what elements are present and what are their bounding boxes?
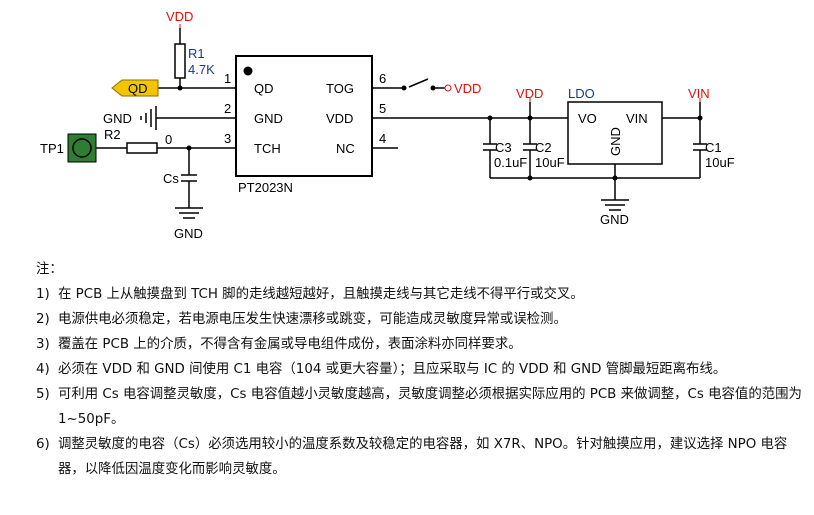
note-num: 4) [36,362,50,377]
ldo-vin: VIN [626,111,648,126]
c3-value: 0.1uF [494,155,527,170]
pin-num-2: 2 [224,101,231,116]
c3-name: C3 [495,140,512,155]
tp1-label: TP1 [40,141,64,156]
note-item: 5) 可利用 Cs 电容调整灵敏度，Cs 电容值越小灵敏度越高，灵敏度调整必须根据… [36,382,806,432]
pin-num-5: 5 [379,101,386,116]
c2-name: C2 [535,140,552,155]
ldo-gnd: GND [608,127,623,156]
note-text: 电源供电必须稳定，若电源电压发生快速漂移或跳变，可能造成灵敏度异常或误检测。 [58,312,567,327]
note-item: 4) 必须在 VDD 和 GND 间使用 C1 电容（104 或更大容量）；且应采… [36,357,806,382]
pin-name-tch: TCH [254,141,281,156]
note-num: 6) [36,437,50,452]
note-item: 6) 调整灵敏度的电容（Cs）必须选用较小的温度系数及较稳定的电容器，如 X7R、… [36,432,806,482]
ldo-title: LDO [568,86,595,101]
pin-name-qd: QD [254,81,274,96]
note-num: 5) [36,387,50,402]
cs-label: Cs [163,171,179,186]
notes-section: 注： 1) 在 PCB 上从触摸盘到 TCH 脚的走线越短越好，且触摸走线与其它走… [36,258,806,482]
ldo-vo: VO [578,111,597,126]
schematic-diagram: VDD R1 4.7K QD GND TP1 R2 0 Cs GND 1 2 3… [40,9,735,241]
note-text: 可利用 Cs 电容调整灵敏度，Cs 电容值越小灵敏度越高，灵敏度调整必须根据实际… [58,387,802,427]
c1-value: 10uF [705,155,735,170]
pin-num-6: 6 [379,71,386,86]
gnd-ldo-label: GND [600,212,629,227]
vin-label: VIN [688,86,710,101]
gnd-left-label: GND [103,111,132,126]
pin-name-gnd: GND [254,111,283,126]
pin-name-tog: TOG [326,81,354,96]
c1-name: C1 [705,140,722,155]
note-text: 覆盖在 PCB 上的介质，不得含有金属或导电组件成份，表面涂料亦同样要求。 [58,337,522,352]
note-text: 调整灵敏度的电容（Cs）必须选用较小的温度系数及较稳定的电容器，如 X7R、NP… [58,437,788,477]
note-item: 1) 在 PCB 上从触摸盘到 TCH 脚的走线越短越好，且触摸走线与其它走线不得… [36,282,806,307]
note-num: 1) [36,287,50,302]
note-text: 必须在 VDD 和 GND 间使用 C1 电容（104 或更大容量）；且应采取与… [58,362,727,377]
notes-title: 注： [36,262,63,277]
pin-name-vdd: VDD [326,111,353,126]
note-item: 3) 覆盖在 PCB 上的介质，不得含有金属或导电组件成份，表面涂料亦同样要求。 [36,332,806,357]
note-text: 在 PCB 上从触摸盘到 TCH 脚的走线越短越好，且触摸走线与其它走线不得平行… [58,287,584,302]
qd-port-shape [111,79,159,97]
r2-value: 0 [165,132,172,147]
c2-value: 10uF [535,155,565,170]
vdd-mid-label: VDD [516,86,543,101]
vdd-top-label: VDD [166,9,193,24]
qd-port-label: QD [128,81,148,96]
r1-name: R1 [188,46,205,61]
pin-num-3: 3 [224,131,231,146]
pin-num-1: 1 [224,71,231,86]
note-num: 2) [36,312,50,327]
note-num: 3) [36,337,50,352]
tog-vdd-label: VDD [454,81,481,96]
tp1-pad [67,133,97,163]
pin-num-4: 4 [379,131,386,146]
r1-value: 4.7K [188,62,215,77]
r2-name: R2 [104,127,121,142]
pin-name-nc: NC [336,141,355,156]
ic-part-number: PT2023N [238,180,293,195]
note-item: 2) 电源供电必须稳定，若电源电压发生快速漂移或跳变，可能造成灵敏度异常或误检测。 [36,307,806,332]
gnd-cs-label: GND [174,226,203,241]
